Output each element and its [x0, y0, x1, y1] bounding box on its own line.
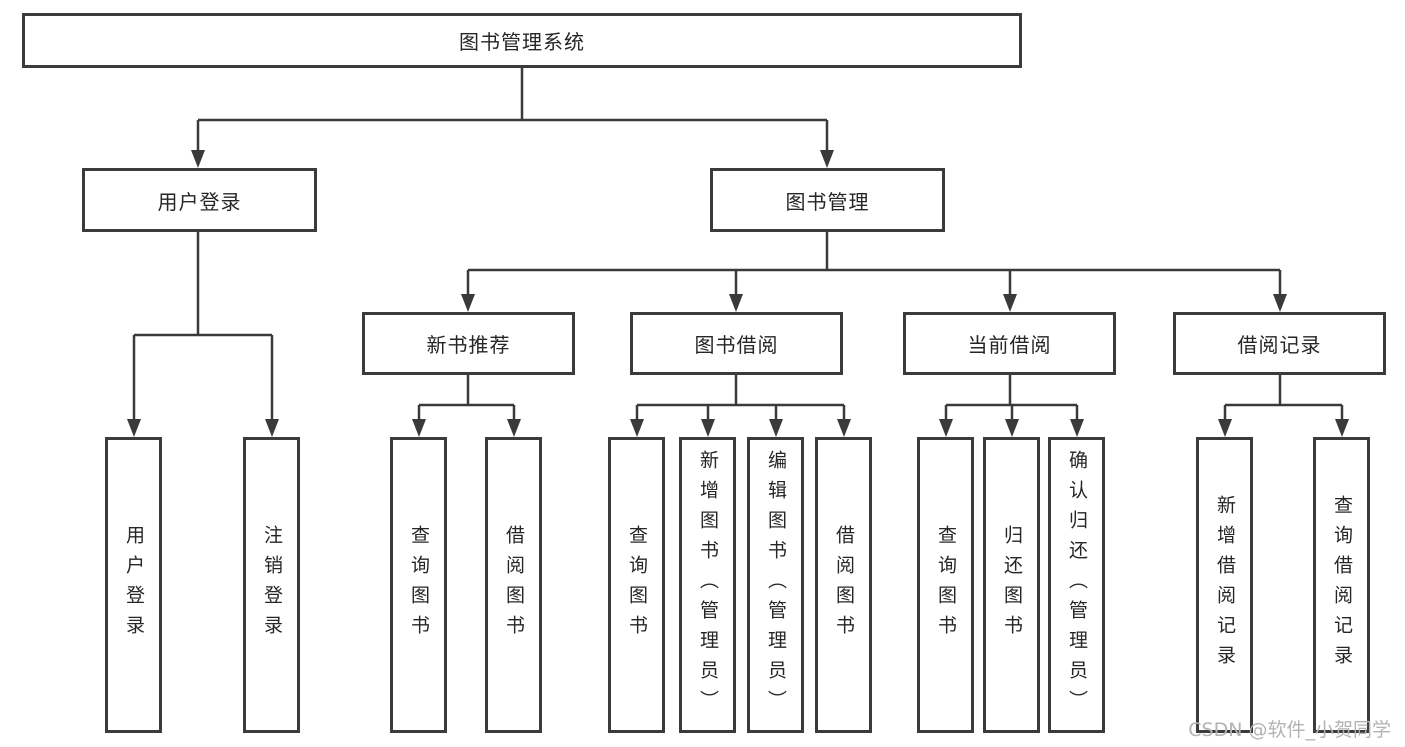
arrowhead — [265, 419, 279, 437]
leaf-label: 编辑图书（管理员） — [765, 450, 787, 720]
leaf-query-borrow-record: 查询借阅记录 — [1313, 437, 1370, 733]
csdn-watermark: CSDN @软件_小贺同学 — [1188, 719, 1391, 741]
node-borrowing-records: 借阅记录 — [1173, 312, 1386, 375]
leaf-add-books-admin: 新增图书（管理员） — [679, 437, 736, 733]
leaf-label: 查询图书 — [626, 525, 648, 645]
arrowhead — [837, 419, 851, 437]
node-book-borrowing: 图书借阅 — [630, 312, 843, 375]
arrowhead — [1218, 419, 1232, 437]
leaf-query-books: 查询图书 — [917, 437, 974, 733]
leaf-label: 查询图书 — [935, 525, 957, 645]
arrowhead — [939, 419, 953, 437]
node-label: 图书管理 — [785, 189, 870, 214]
leaf-query-books: 查询图书 — [390, 437, 447, 733]
node-root-library-management-system: 图书管理系统 — [22, 13, 1022, 68]
node-current-borrowing: 当前借阅 — [903, 312, 1116, 375]
leaf-label: 新增图书（管理员） — [697, 450, 719, 720]
arrowhead — [1070, 419, 1084, 437]
node-book-management: 图书管理 — [710, 168, 945, 232]
arrowhead — [769, 419, 783, 437]
leaf-edit-books-admin: 编辑图书（管理员） — [747, 437, 804, 733]
leaf-add-borrow-record: 新增借阅记录 — [1196, 437, 1253, 733]
node-new-book-recommendation: 新书推荐 — [362, 312, 575, 375]
arrowhead — [461, 294, 475, 312]
leaf-confirm-return-admin: 确认归还（管理员） — [1048, 437, 1105, 733]
node-label: 图书借阅 — [694, 333, 779, 357]
arrowhead — [701, 419, 715, 437]
arrowhead — [507, 419, 521, 437]
arrowhead — [191, 150, 205, 168]
leaf-label: 借阅图书 — [833, 525, 855, 645]
arrowhead — [1335, 419, 1349, 437]
leaf-label: 查询图书 — [408, 525, 430, 645]
node-user-login: 用户登录 — [82, 168, 317, 232]
leaf-label: 借阅图书 — [503, 525, 525, 645]
leaf-label: 新增借阅记录 — [1214, 495, 1236, 675]
leaf-return-books: 归还图书 — [983, 437, 1040, 733]
arrowhead — [1273, 294, 1287, 312]
arrowhead — [127, 419, 141, 437]
node-label: 当前借阅 — [967, 333, 1052, 357]
arrowhead — [1005, 419, 1019, 437]
leaf-logout: 注销登录 — [243, 437, 300, 733]
leaf-query-books: 查询图书 — [608, 437, 665, 733]
node-label: 用户登录 — [157, 189, 242, 214]
arrowhead — [412, 419, 426, 437]
arrowhead — [1003, 294, 1017, 312]
node-label: 图书管理系统 — [459, 30, 585, 54]
arrowhead — [729, 294, 743, 312]
arrowhead — [820, 150, 834, 168]
leaf-label: 查询借阅记录 — [1331, 495, 1353, 675]
leaf-label: 确认归还（管理员） — [1066, 450, 1088, 720]
node-label: 借阅记录 — [1237, 333, 1322, 357]
node-label: 新书推荐 — [426, 333, 511, 357]
leaf-label: 用户登录 — [123, 525, 145, 645]
leaf-user-login: 用户登录 — [105, 437, 162, 733]
leaf-label: 注销登录 — [261, 525, 283, 645]
leaf-borrow-books: 借阅图书 — [815, 437, 872, 733]
leaf-label: 归还图书 — [1001, 525, 1023, 645]
leaf-borrow-books: 借阅图书 — [485, 437, 542, 733]
arrowhead — [630, 419, 644, 437]
